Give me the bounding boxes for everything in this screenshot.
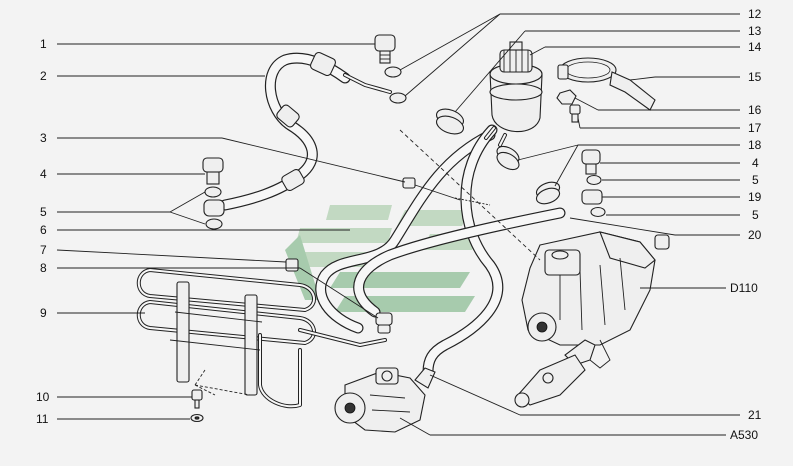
washer-5b-left xyxy=(205,218,223,230)
hose-clamp-13 xyxy=(436,108,464,135)
callout-12: 12 xyxy=(748,7,762,21)
washer-12b xyxy=(389,92,407,104)
callout-13: 13 xyxy=(748,24,762,38)
hose-2 xyxy=(219,51,392,211)
banjo-bolt-4-right xyxy=(581,149,601,175)
callout-5-right-b: 5 xyxy=(752,208,759,222)
callout-6: 6 xyxy=(40,223,47,237)
callout-21: 21 xyxy=(748,408,762,422)
callout-labels: 1 2 3 4 5 6 7 8 9 10 11 12 13 14 15 16 1… xyxy=(36,7,762,442)
callout-7: 7 xyxy=(40,243,47,257)
banjo-fitting-19 xyxy=(581,189,603,205)
washer-11 xyxy=(190,413,204,423)
washer-12a xyxy=(384,66,402,78)
banjo-bolt-1 xyxy=(374,34,396,64)
callout-5-right-a: 5 xyxy=(752,173,759,187)
callout-20: 20 xyxy=(748,228,762,242)
callout-15: 15 xyxy=(748,70,762,84)
callout-18: 18 xyxy=(748,138,762,152)
leader-lines xyxy=(56,13,740,436)
callout-9: 9 xyxy=(40,306,47,320)
power-steering-pump-A530 xyxy=(334,367,436,433)
banjo-fitting-left xyxy=(203,199,225,217)
hose-clamp-3 xyxy=(402,177,491,206)
bolt-10 xyxy=(191,389,203,409)
fluid-reservoir-14 xyxy=(484,41,543,147)
callout-11: 11 xyxy=(36,412,49,426)
hose-21 xyxy=(422,124,504,378)
steering-gear-D110 xyxy=(514,231,670,408)
callout-14: 14 xyxy=(748,40,762,54)
washer-5a-left xyxy=(204,186,222,198)
callout-8: 8 xyxy=(40,261,47,275)
callout-16: 16 xyxy=(748,103,762,117)
hose-20 xyxy=(353,207,566,318)
washer-5b-right xyxy=(590,206,606,218)
nut-7 xyxy=(285,258,299,272)
fitting-8 xyxy=(375,312,393,334)
callout-1: 1 xyxy=(40,37,47,51)
banjo-bolt-4-left xyxy=(202,157,224,185)
callout-A530: A530 xyxy=(730,428,758,442)
callout-D110: D110 xyxy=(730,281,758,295)
callout-5-left: 5 xyxy=(40,205,47,219)
hose-6 xyxy=(315,129,496,334)
washer-5a-right xyxy=(586,174,602,186)
callout-4-left: 4 xyxy=(40,167,47,181)
callout-3: 3 xyxy=(40,131,47,145)
callout-17: 17 xyxy=(748,121,762,135)
callout-2: 2 xyxy=(40,69,47,83)
nut-16 xyxy=(556,89,577,105)
hose-clamp-18 xyxy=(496,145,561,205)
callout-10: 10 xyxy=(36,390,50,404)
reservoir-bracket-15 xyxy=(557,57,656,111)
callout-19: 19 xyxy=(748,190,762,204)
callout-4-right: 4 xyxy=(752,156,759,170)
oil-cooler-9 xyxy=(136,268,387,409)
